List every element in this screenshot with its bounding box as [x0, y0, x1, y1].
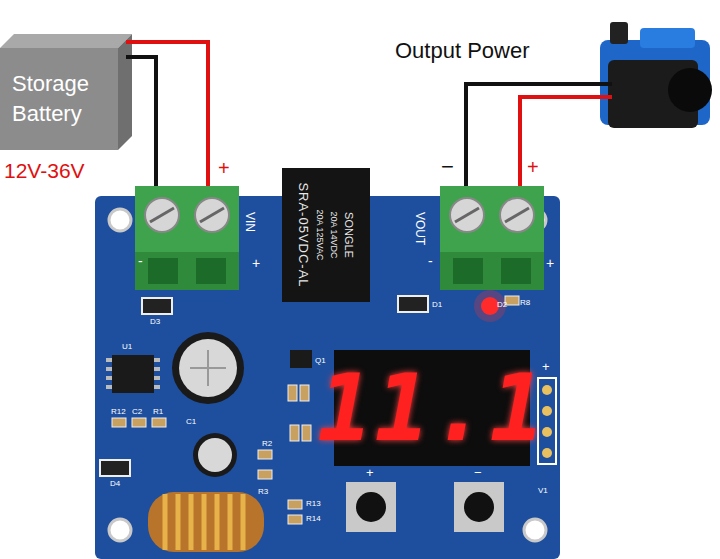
battery-red-wire	[126, 42, 208, 192]
silkscreen-label: R12	[111, 408, 126, 416]
silkscreen-label: C2	[132, 408, 142, 416]
silkscreen-label: D1	[432, 301, 442, 309]
terminal-block	[135, 186, 239, 290]
electrolytic-capacitor	[172, 332, 244, 404]
silkscreen-label: R2	[262, 440, 272, 448]
led-display: 11.1	[334, 350, 530, 466]
battery-top	[0, 34, 132, 48]
transistor	[290, 350, 312, 368]
silkscreen-label: +	[542, 360, 550, 373]
terminal-block	[440, 186, 544, 290]
display-digits: 11.1	[317, 355, 547, 462]
silkscreen-label: R1	[153, 408, 163, 416]
silkscreen-label: R3	[258, 488, 268, 496]
battery-box: Storage Battery	[0, 48, 118, 150]
relay-box: SONGLE 20A 14VDC 20A 125VAC SRA-05VDC-AL	[282, 168, 370, 302]
silkscreen-label: C1	[186, 418, 196, 426]
silkscreen-label: D4	[110, 480, 120, 488]
battery-black-wire	[126, 57, 156, 192]
battery-label: Storage Battery	[6, 69, 112, 129]
voltage-range: 12V-36V	[4, 160, 85, 181]
silkscreen-label: -	[428, 254, 433, 268]
battery-side	[118, 34, 132, 150]
polarity-sign: +	[218, 158, 230, 178]
polarity-sign: +	[527, 157, 539, 177]
silkscreen-label: R13	[306, 500, 321, 508]
silkscreen-label: VIN	[244, 212, 256, 232]
button-label: +	[366, 466, 374, 479]
relay-text: 20A 125VAC	[316, 210, 326, 261]
relay-print: SONGLE 20A 14VDC 20A 125VAC SRA-05VDC-AL	[282, 168, 370, 302]
silkscreen-label: D2	[497, 301, 507, 309]
toroid-inductor	[148, 492, 264, 552]
button-label: −	[474, 466, 482, 479]
silkscreen-label: R8	[520, 299, 530, 307]
silkscreen-label: Q1	[315, 357, 326, 365]
silkscreen-label: D3	[150, 318, 160, 326]
push-button	[346, 482, 504, 532]
relay-text: 20A 14VDC	[330, 211, 340, 258]
electrolytic-capacitor	[193, 433, 237, 477]
silkscreen-label: VOUT	[414, 212, 426, 245]
silkscreen-label: +	[252, 256, 260, 270]
ic-pins	[106, 358, 160, 389]
silkscreen-label: R14	[306, 515, 321, 523]
ic-chip	[112, 355, 154, 393]
relay-text: SRA-05VDC-AL	[297, 182, 312, 287]
silkscreen-label: U1	[122, 343, 132, 351]
output-title: Output Power	[395, 40, 530, 62]
silkscreen-label: -	[138, 254, 143, 268]
silkscreen-label: V1	[538, 487, 548, 495]
relay-text: SONGLE	[344, 212, 356, 258]
polarity-sign: −	[441, 156, 454, 178]
water-pump	[600, 22, 712, 128]
output-black-wire	[466, 84, 612, 192]
silkscreen-label: +	[546, 256, 554, 270]
output-red-wire	[520, 97, 612, 192]
